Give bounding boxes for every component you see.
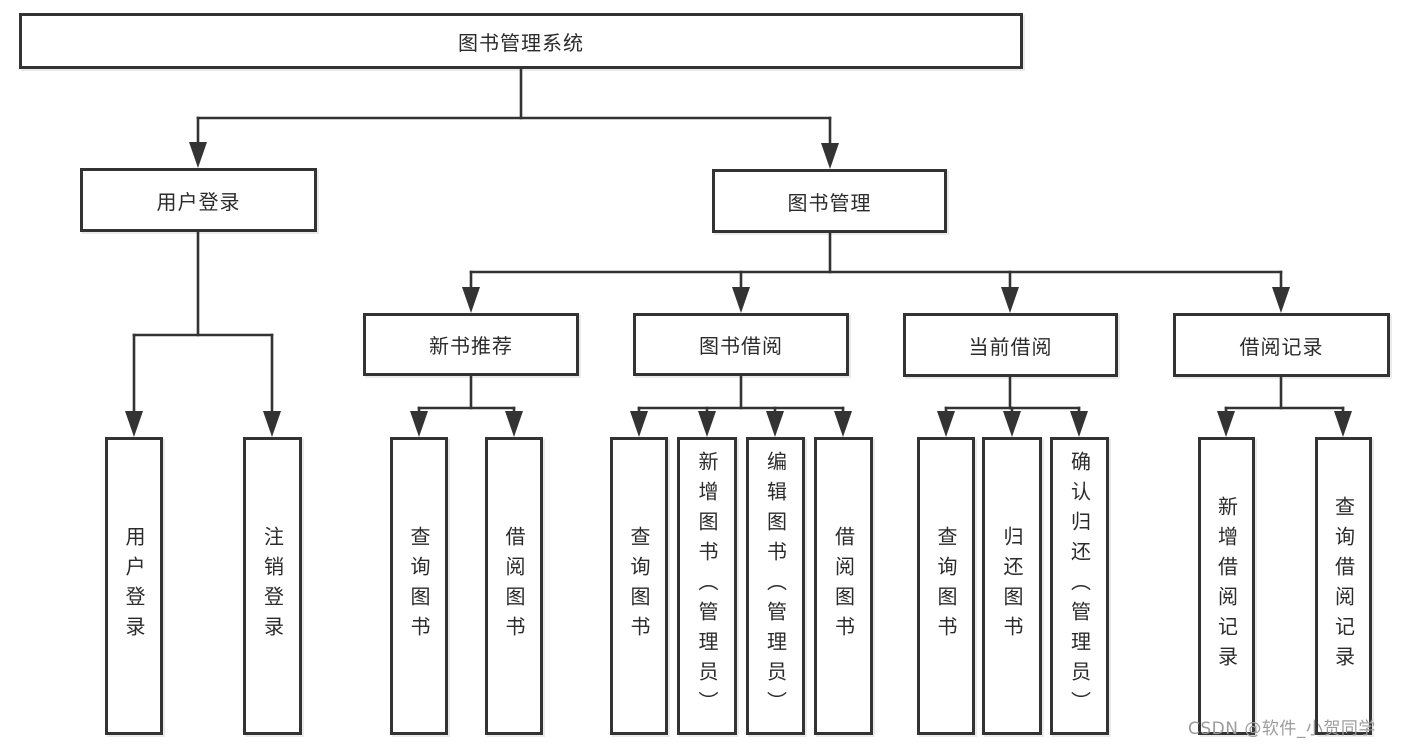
node-user-login-label: 用户登录 bbox=[156, 189, 241, 214]
node-root: 图书管理系统 bbox=[19, 13, 1023, 69]
leaf-add-book-admin-label: 新增图书（管理员） bbox=[695, 451, 719, 721]
leaf-borrow-books-recommend-label: 借阅图书 bbox=[502, 526, 526, 646]
node-root-label: 图书管理系统 bbox=[458, 30, 584, 55]
leaf-query-borrow-record: 查询借阅记录 bbox=[1315, 437, 1372, 735]
leaf-return-book-label: 归还图书 bbox=[1000, 526, 1024, 646]
node-new-book-recommend-label: 新书推荐 bbox=[429, 334, 513, 358]
leaf-confirm-return-admin: 确认归还（管理员） bbox=[1050, 437, 1109, 735]
leaf-add-borrow-record-label: 新增借阅记录 bbox=[1214, 496, 1239, 676]
csdn-watermark: CSDN @软件_小贺同学 bbox=[1188, 719, 1376, 739]
node-current-borrow: 当前借阅 bbox=[903, 313, 1118, 377]
leaf-borrow-books: 借阅图书 bbox=[814, 437, 873, 735]
leaf-edit-book-admin: 编辑图书（管理员） bbox=[746, 437, 805, 735]
leaf-query-books-borrow: 查询图书 bbox=[610, 437, 668, 735]
node-borrow-records-label: 借阅记录 bbox=[1239, 334, 1324, 359]
leaf-borrow-books-label: 借阅图书 bbox=[831, 526, 856, 646]
leaf-query-borrow-record-label: 查询借阅记录 bbox=[1331, 496, 1356, 676]
leaf-add-book-admin: 新增图书（管理员） bbox=[677, 437, 737, 735]
leaf-logout-label: 注销登录 bbox=[260, 526, 285, 646]
node-book-management-label: 图书管理 bbox=[787, 190, 872, 215]
leaf-query-books-borrow-label: 查询图书 bbox=[627, 526, 651, 646]
node-book-borrow-label: 图书借阅 bbox=[699, 334, 783, 358]
leaf-user-login: 用户登录 bbox=[105, 437, 163, 735]
leaf-borrow-books-recommend: 借阅图书 bbox=[485, 437, 543, 735]
leaf-query-books-recommend: 查询图书 bbox=[390, 437, 448, 735]
node-current-borrow-label: 当前借阅 bbox=[968, 334, 1053, 359]
node-book-management: 图书管理 bbox=[712, 169, 947, 233]
leaf-logout: 注销登录 bbox=[243, 437, 302, 735]
node-new-book-recommend: 新书推荐 bbox=[363, 313, 579, 376]
node-user-login: 用户登录 bbox=[80, 168, 317, 232]
node-borrow-records: 借阅记录 bbox=[1173, 313, 1390, 377]
leaf-confirm-return-admin-label: 确认归还（管理员） bbox=[1067, 451, 1092, 721]
leaf-return-book: 归还图书 bbox=[982, 437, 1042, 735]
leaf-add-borrow-record: 新增借阅记录 bbox=[1198, 437, 1255, 735]
node-book-borrow: 图书借阅 bbox=[633, 313, 849, 376]
leaf-query-books-recommend-label: 查询图书 bbox=[407, 526, 431, 646]
leaf-query-books-current-label: 查询图书 bbox=[934, 526, 958, 646]
leaf-edit-book-admin-label: 编辑图书（管理员） bbox=[763, 451, 788, 721]
leaf-user-login-label: 用户登录 bbox=[122, 526, 146, 646]
leaf-query-books-current: 查询图书 bbox=[917, 437, 975, 735]
